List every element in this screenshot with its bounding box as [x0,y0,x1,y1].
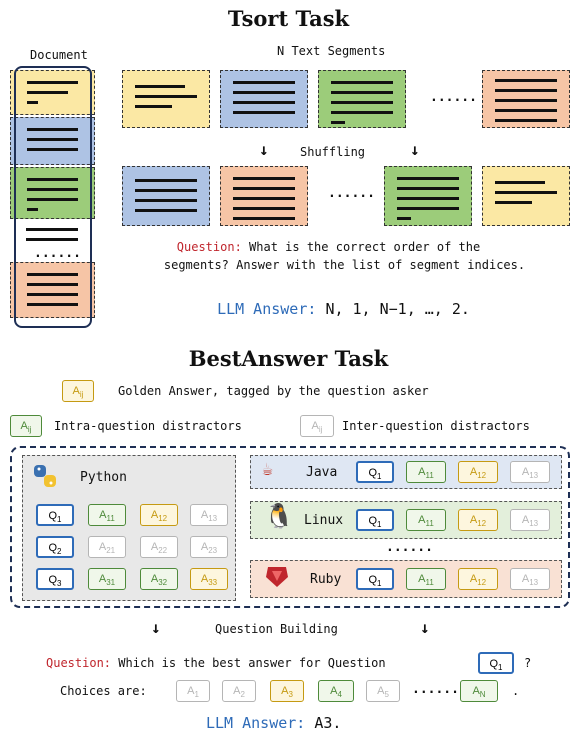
down-arrow-icon: ↓ [151,618,161,637]
ruby-icon [264,565,290,593]
answer-prefix: LLM Answer: [217,300,317,318]
python-q3: Q3 [36,568,74,590]
tsort-answer: LLM Answer: N, 1, N−1, …, 2. [0,300,577,318]
legend-inter-text: Inter-question distractors [342,419,530,433]
linux-a11: A11 [406,509,446,531]
choice-a1: A1 [176,680,210,702]
question-tail: ? [524,656,532,670]
python-label: Python [80,470,127,485]
bottom-ellipsis: ...... [328,186,375,201]
choice-a2: A2 [222,680,256,702]
python-a12: A12 [140,504,178,526]
choices-label: Choices are: [60,684,147,698]
segment-2 [220,70,308,128]
doc-seg-orange [10,262,95,318]
shuffled-segment-2 [220,166,308,226]
ruby-a11: A11 [406,568,446,590]
python-q2: Q2 [36,536,74,558]
tsort-question: Question: What is the correct order of t… [0,238,577,274]
ruby-label: Ruby [310,572,342,587]
question-prefix: Question: [46,656,112,670]
legend-golden-text: Golden Answer, tagged by the question as… [118,384,429,398]
doc-white-seg [26,228,78,241]
down-arrow-icon: ↓ [410,140,420,159]
python-a31: A31 [88,568,126,590]
answer-value: A3. [314,714,342,732]
choice-a3: A3 [270,680,304,702]
choice-a4: A4 [318,680,354,702]
question-building-label: Question Building [215,622,338,636]
top-ellipsis: ...... [430,90,477,105]
choices-ellipsis: ...... [412,682,459,697]
linux-a12: A12 [458,509,498,531]
question-prefix: Question: [176,240,242,254]
segment-n [482,70,570,128]
choice-an: AN [460,680,498,702]
python-q1: Q1 [36,504,74,526]
legend-inter-chip: Aij [300,415,334,437]
question-q1-chip: Q1 [478,652,514,674]
legend-intra-text: Intra-question distractors [54,419,242,433]
java-a12: A12 [458,461,498,483]
segments-label: N Text Segments [277,44,386,58]
legend-golden-chip: Aij [62,380,94,402]
question-text: Which is the best answer for Question [118,656,386,670]
shuffled-segment-4 [482,166,570,226]
java-a13: A13 [510,461,550,483]
python-a32: A32 [140,568,178,590]
document-outline [14,66,92,328]
python-a13: A13 [190,504,228,526]
python-icon [32,463,58,495]
bestanswer-answer: LLM Answer: A3. [206,714,341,732]
choice-a5: A5 [366,680,400,702]
linux-q1: Q1 [356,509,394,531]
tsort-title: Tsort Task [227,6,350,31]
shuffled-segment-1 [122,166,210,226]
document-label: Document [30,48,88,62]
java-q1: Q1 [356,461,394,483]
shuffling-label: Shuffling [300,145,366,159]
doc-seg-blue [10,117,95,165]
python-a23: A23 [190,536,228,558]
bestanswer-question: Question: Which is the best answer for Q… [46,656,386,670]
doc-seg-yellow [10,70,95,115]
linux-icon: 🐧 [264,502,294,530]
down-arrow-icon: ↓ [259,140,269,159]
down-arrow-icon: ↓ [420,618,430,637]
answer-prefix: LLM Answer: [206,714,306,732]
ruby-q1: Q1 [356,568,394,590]
segment-1 [122,70,210,128]
java-label: Java [306,465,338,480]
communities-container [10,446,570,608]
ruby-a13: A13 [510,568,550,590]
question-line-2: segments? Answer with the list of segmen… [163,258,526,272]
python-a22: A22 [140,536,178,558]
doc-seg-green [10,167,95,219]
choices-tail: . [512,684,520,698]
java-icon: ☕ [262,459,273,480]
ruby-row [250,560,562,598]
rows-ellipsis: ...... [386,540,433,555]
answer-value: N, 1, N−1, …, 2. [325,300,470,318]
python-a21: A21 [88,536,126,558]
question-line-1: What is the correct order of the [249,240,481,254]
ruby-a12: A12 [458,568,498,590]
python-a33: A33 [190,568,228,590]
legend-intra-chip: Aij [10,415,42,437]
shuffled-segment-3 [384,166,472,226]
segment-3 [318,70,406,128]
doc-ellipsis: ...... [34,246,81,261]
linux-a13: A13 [510,509,550,531]
python-a11: A11 [88,504,126,526]
linux-label: Linux [304,513,344,528]
java-a11: A11 [406,461,446,483]
bestanswer-title: BestAnswer Task [188,346,389,371]
